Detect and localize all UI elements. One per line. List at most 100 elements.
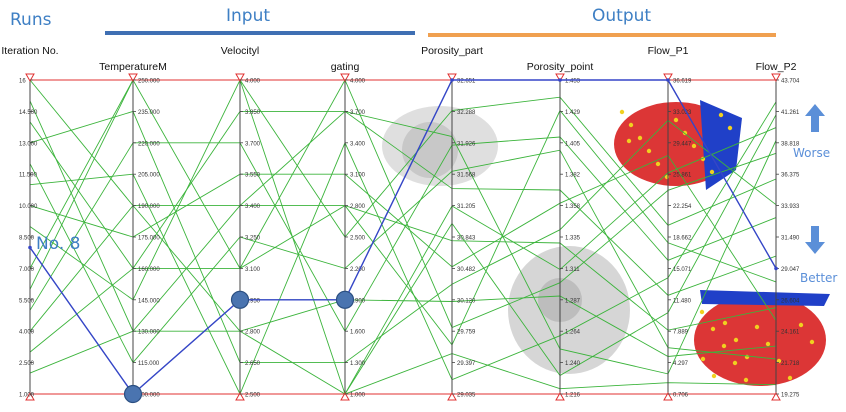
tick-label: 36.619	[673, 79, 692, 85]
tick-label: 15.071	[673, 267, 692, 273]
tick-label: 30.120	[457, 298, 476, 304]
axis-bottom-handle-2[interactable]	[235, 391, 245, 401]
tick-label: 160.000	[138, 267, 160, 273]
axis-top-handle-2[interactable]	[235, 73, 245, 83]
run-line-16	[29, 79, 777, 395]
tick-label: 0.706	[673, 393, 689, 399]
axis-name-6: Flow_P1	[648, 45, 689, 57]
axis-top-handle-5[interactable]	[555, 73, 565, 83]
axis-bottom-handle-3[interactable]	[340, 391, 350, 401]
tick-label: 3.550	[245, 173, 261, 179]
tick-label: 1.311	[565, 267, 580, 273]
tick-label: 3.400	[350, 141, 366, 147]
axis-name-2: Velocityl	[221, 45, 260, 57]
tick-label: 29.759	[457, 330, 476, 336]
tick-label: 175.000	[138, 236, 160, 242]
tick-label: 14.500	[19, 110, 38, 116]
selected-run-point	[558, 78, 562, 82]
tick-label: 13.000	[19, 141, 38, 147]
axis-bottom-handle-6[interactable]	[663, 391, 673, 401]
tick-label: 7.000	[19, 267, 35, 273]
tick-label: 1.900	[350, 298, 366, 304]
flow-result-image-better	[690, 288, 830, 392]
arrow-up-icon	[805, 104, 825, 132]
tick-label: 3.700	[350, 110, 366, 116]
tick-label: 10.000	[19, 204, 38, 210]
tick-label: 32.651	[457, 79, 476, 85]
tick-label: 25.861	[673, 173, 692, 179]
arrow-down-icon	[805, 226, 825, 254]
tick-label: 3.100	[350, 173, 366, 179]
tick-label: 235.000	[138, 110, 160, 116]
tick-label: 32.288	[457, 110, 476, 116]
tick-label: 41.261	[781, 110, 800, 116]
gray-casting-image-bottom	[504, 240, 634, 380]
axis-top-handle-7[interactable]	[771, 73, 781, 83]
run-line-4	[29, 110, 777, 332]
better-label: Better	[800, 271, 838, 285]
selected-input-marker-3[interactable]	[335, 290, 355, 309]
tick-label: 250.000	[138, 79, 160, 85]
run-line-5	[29, 136, 777, 333]
tick-label: 130.000	[138, 330, 160, 336]
axis-top-handle-4[interactable]	[447, 73, 457, 83]
run-line-7	[29, 78, 777, 329]
selected-run-line[interactable]	[29, 79, 777, 396]
axis-bottom-handle-4[interactable]	[447, 391, 457, 401]
selected-run-label: No. 8	[36, 234, 81, 254]
tick-label: 11.500	[19, 173, 38, 179]
tick-label: 1.335	[565, 236, 581, 242]
tick-label: 1.287	[565, 298, 581, 304]
axis-name-0: Iteration No.	[1, 45, 58, 57]
axis-top-handle-3[interactable]	[340, 73, 350, 83]
tick-label: 43.704	[781, 79, 800, 85]
output-header-bar	[428, 33, 776, 37]
axis-top-handle-1[interactable]	[128, 73, 138, 83]
selected-input-marker-2[interactable]	[230, 290, 250, 309]
run-line-9	[29, 78, 777, 396]
selected-input-marker-1[interactable]	[123, 384, 143, 404]
axis-bottom-handle-0[interactable]	[25, 391, 35, 401]
tick-label: 1.453	[565, 79, 581, 85]
tick-label: 2.500	[350, 236, 366, 242]
tick-label: 1.264	[565, 330, 581, 336]
tick-label: 7.889	[673, 330, 689, 336]
run-line-13	[29, 110, 777, 364]
input-header: Input	[226, 6, 271, 26]
axis-top-handle-0[interactable]	[25, 73, 35, 83]
tick-label: 2.950	[245, 298, 261, 304]
tick-label: 3.700	[245, 141, 261, 147]
tick-label: 1.382	[565, 173, 581, 179]
tick-label: 26.604	[781, 298, 800, 304]
input-header-bar	[105, 31, 415, 35]
tick-label: 4.297	[673, 361, 689, 367]
tick-label: 30.482	[457, 267, 476, 273]
run-line-15	[29, 100, 777, 346]
tick-label: 8.500	[19, 236, 35, 242]
tick-label: 1.240	[565, 361, 581, 367]
axis-top-handle-6[interactable]	[663, 73, 673, 83]
tick-label: 38.818	[781, 141, 800, 147]
tick-label: 2.650	[245, 361, 261, 367]
tick-label: 33.033	[673, 110, 692, 116]
tick-label: 31.926	[457, 141, 476, 147]
axis-bottom-handle-7[interactable]	[771, 391, 781, 401]
axis-name-7: Flow_P2	[756, 61, 797, 73]
run-line-12	[29, 149, 777, 364]
axis-name-1: TemperatureM	[99, 61, 167, 73]
tick-label: 5.500	[19, 298, 35, 304]
tick-label: 16	[19, 79, 26, 85]
tick-label: 29.047	[781, 267, 800, 273]
run-line-1	[30, 353, 777, 395]
tick-label: 1.300	[350, 361, 366, 367]
tick-label: 22.254	[673, 204, 692, 210]
tick-label: 2.800	[350, 204, 366, 210]
axis-bottom-handle-5[interactable]	[555, 391, 565, 401]
flow-result-image-worse	[610, 96, 742, 192]
tick-label: 115.000	[138, 361, 160, 367]
run-line-14	[29, 110, 777, 375]
tick-label: 205.000	[138, 173, 160, 179]
tick-label: 1.405	[565, 141, 581, 147]
tick-label: 1.000	[19, 393, 35, 399]
